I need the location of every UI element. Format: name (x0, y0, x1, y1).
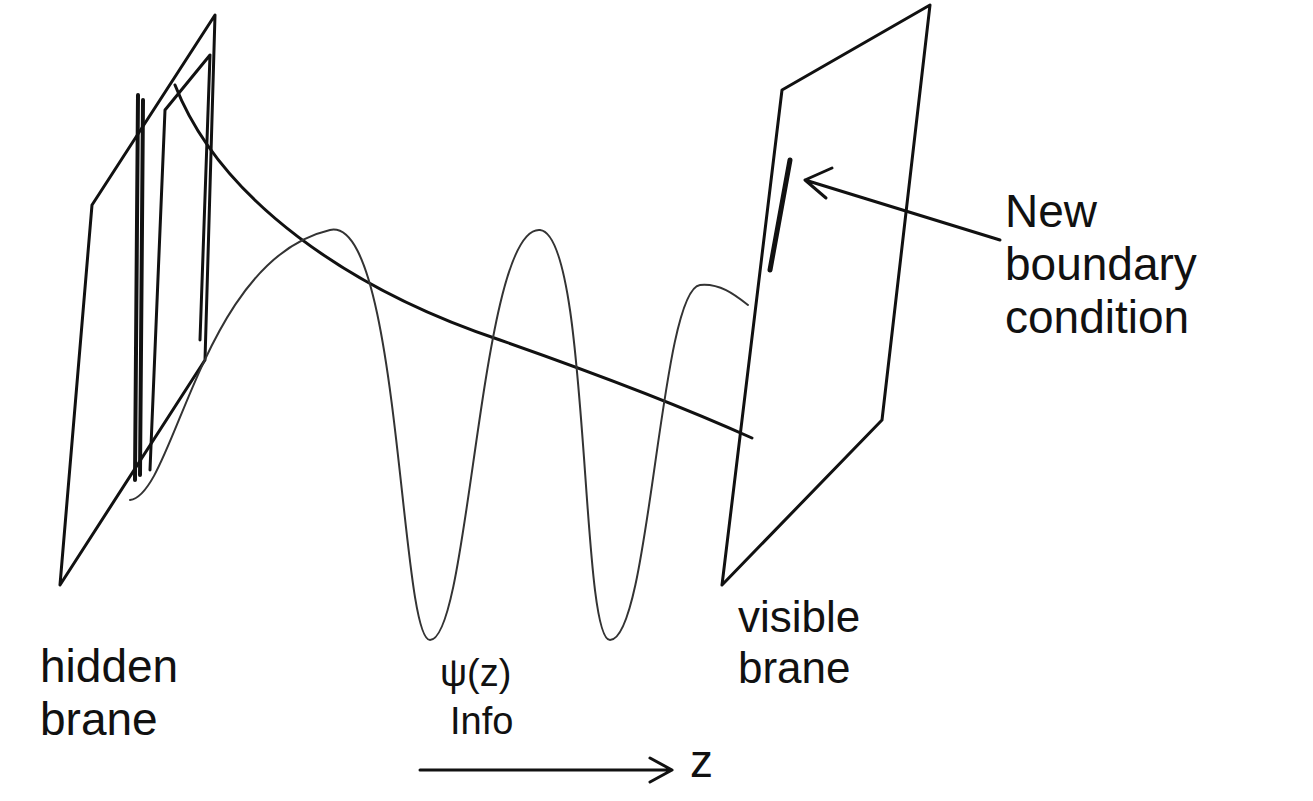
decaying-curve (175, 85, 752, 438)
axis-label: z (690, 735, 750, 788)
brane-label: visible brane (738, 592, 958, 693)
hidden-brane-sheet (60, 15, 215, 585)
function-label: ψ(z) (440, 652, 580, 696)
callout-arrow (805, 168, 1000, 240)
visible-brane-sheet (722, 5, 930, 585)
z-axis-arrow (420, 758, 672, 782)
brane-label: hidden brane (40, 640, 240, 746)
wave-function (130, 230, 748, 640)
hidden-brane-inner-sheet (150, 55, 210, 470)
function-label: Info (450, 700, 590, 744)
callout-label: New boundary condition (1005, 185, 1255, 344)
visible-brane-boundary-mark (770, 160, 790, 270)
hidden-brane-stroke (135, 95, 143, 480)
